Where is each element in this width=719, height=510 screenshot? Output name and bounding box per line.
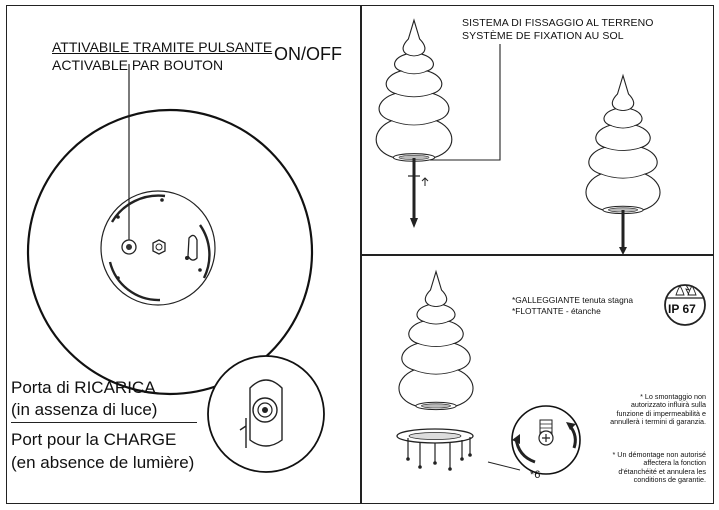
charge-port-icon — [187, 234, 198, 261]
charge-it-line2: (in assenza di luce) — [11, 400, 158, 419]
arrow-up-icon — [421, 177, 429, 186]
float-it-sub: tenuta stagna — [582, 295, 634, 305]
disclaimer-it: * Lo smontaggio non autorizzato influirà… — [610, 392, 706, 427]
top-right-panel — [360, 5, 714, 256]
float-fr-line: *FLOTTANTE - étanche — [512, 307, 601, 315]
charge-it-line1: Porta di RICARICA — [11, 378, 156, 397]
ip-rating: IP 67 — [668, 302, 696, 316]
disclaimer-fr: * Un démontage non autorisé affectera la… — [612, 450, 706, 485]
floating-tree — [398, 271, 474, 411]
charge-fr-line2: (en absence de lumière) — [11, 453, 195, 472]
float-it-label: *GALLEGGIANTE — [512, 295, 580, 305]
bottom-right-panel — [360, 254, 714, 504]
charge-port-zoom — [207, 355, 325, 473]
switch-label-it: ATTIVABILE TRAMITE PULSANTE — [52, 39, 273, 55]
float-base-disk — [396, 428, 474, 471]
float-it-line: *GALLEGGIANTE tenuta stagna — [512, 296, 633, 304]
screw-zoom — [511, 405, 581, 475]
water-drop-icon — [675, 285, 697, 296]
base-disc-diagram — [26, 64, 314, 396]
dust-icon — [685, 284, 691, 296]
ground-fix-it: SISTEMA DI FISSAGGIO AL TERRENO — [462, 17, 654, 29]
ground-fix-fr: SYSTÈME DE FIXATION AU SOL — [462, 30, 624, 42]
switch-label-fr: ACTIVABLE PAR BOUTON — [52, 57, 224, 73]
switch-state: ON/OFF — [274, 44, 342, 64]
tree-with-stake-left — [375, 19, 453, 162]
charge-divider — [11, 422, 197, 423]
screw-count: *6 — [530, 469, 541, 481]
ip67-badge — [664, 284, 706, 326]
charge-fr-line1: Port pour la CHARGE — [11, 430, 177, 449]
float-fr-label: *FLOTTANTE - — [512, 306, 569, 316]
tree-with-stake-right — [585, 75, 661, 215]
float-fr-sub: étanche — [570, 306, 601, 316]
